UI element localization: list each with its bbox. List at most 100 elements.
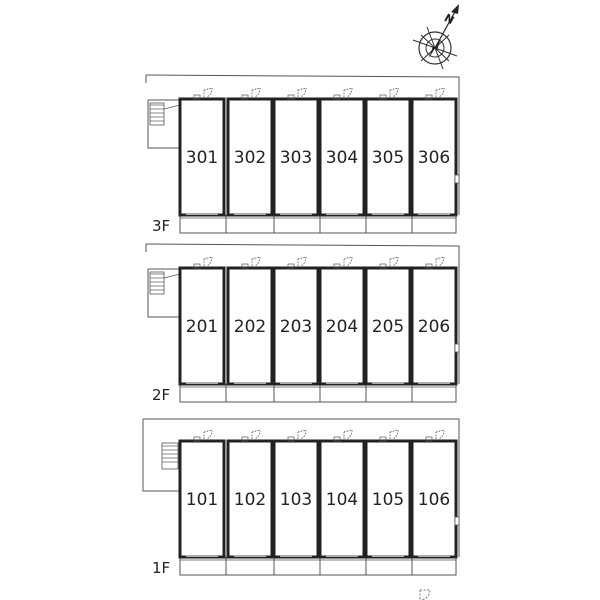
meter-box-icon <box>333 94 341 100</box>
door-swing-icon <box>251 256 261 267</box>
room-wall <box>226 97 274 217</box>
floor-label: 3F <box>152 217 170 235</box>
corridor-outline <box>145 74 460 215</box>
room-wall <box>178 266 226 386</box>
room-106: 106 <box>410 429 458 575</box>
door-swing-icon <box>389 256 399 267</box>
room-wall <box>272 97 320 217</box>
staircase-landing <box>149 102 165 126</box>
room-number: 204 <box>326 317 358 337</box>
staircase <box>147 268 181 318</box>
staircase-landing <box>149 271 165 295</box>
room-number: 202 <box>234 317 266 337</box>
room-wall <box>226 266 274 386</box>
door-swing-icon <box>297 87 307 98</box>
room-wall <box>364 439 412 559</box>
room-204: 204 <box>318 256 367 402</box>
room-number: 301 <box>186 148 218 168</box>
door-swing-icon <box>297 429 307 440</box>
room-101: 101 <box>178 429 227 575</box>
meter-box-icon <box>193 436 201 442</box>
staircase <box>147 99 181 149</box>
room-number: 103 <box>280 490 312 510</box>
compass-icon: N <box>412 4 459 70</box>
meter-box-icon <box>333 436 341 442</box>
room-number: 102 <box>234 490 266 510</box>
door-swing-icon <box>203 256 213 267</box>
meter-box-icon <box>287 436 295 442</box>
room-205: 205 <box>364 256 413 402</box>
meter-box-icon <box>193 94 201 100</box>
meter-box-icon <box>425 263 433 269</box>
room-302: 302 <box>226 87 275 233</box>
room-202: 202 <box>226 256 275 402</box>
room-number: 306 <box>418 148 450 168</box>
room-wall <box>178 439 226 559</box>
room-wall <box>272 439 320 559</box>
meter-box-icon <box>425 436 433 442</box>
staircase-outline <box>147 99 180 149</box>
room-wall <box>272 266 320 386</box>
room-number: 201 <box>186 317 218 337</box>
door-swing-icon <box>435 256 445 267</box>
room-301: 301 <box>178 87 227 233</box>
meter-box-icon <box>241 436 249 442</box>
room-wall <box>410 266 458 386</box>
entrance-door-icon <box>419 589 431 600</box>
floor-label: 2F <box>152 386 170 404</box>
room-number: 105 <box>372 490 404 510</box>
meter-box-icon <box>379 94 387 100</box>
staircase-outline <box>147 268 180 318</box>
door-swing-icon <box>389 429 399 440</box>
room-number: 305 <box>372 148 404 168</box>
door-swing-icon <box>343 429 353 440</box>
door-swing-icon <box>343 87 353 98</box>
room-number: 101 <box>186 490 218 510</box>
floor-1f: 101 102 103 104 105 106 1F <box>142 418 460 600</box>
room-number: 302 <box>234 148 266 168</box>
room-104: 104 <box>318 429 367 575</box>
staircase-landing <box>161 442 179 470</box>
corridor-outline <box>145 243 460 384</box>
room-number: 206 <box>418 317 450 337</box>
room-306: 306 <box>410 87 458 233</box>
door-swing-icon <box>435 87 445 98</box>
room-wall <box>410 97 458 217</box>
meter-box-icon <box>287 94 295 100</box>
meter-box-icon <box>241 94 249 100</box>
meter-box-icon <box>193 263 201 269</box>
door-swing-icon <box>343 256 353 267</box>
room-105: 105 <box>364 429 413 575</box>
wall-detail <box>454 516 460 526</box>
meter-box-icon <box>425 94 433 100</box>
room-number: 205 <box>372 317 404 337</box>
floor-label: 1F <box>152 559 170 577</box>
corridor-edge <box>142 419 180 492</box>
room-201: 201 <box>178 256 227 402</box>
wall-detail <box>454 174 460 184</box>
room-102: 102 <box>226 429 275 575</box>
door-swing-icon <box>251 87 261 98</box>
door-swing-icon <box>203 429 213 440</box>
room-number: 304 <box>326 148 358 168</box>
wall-detail <box>454 343 460 353</box>
room-103: 103 <box>272 429 321 575</box>
door-swing-icon <box>251 429 261 440</box>
meter-box-icon <box>287 263 295 269</box>
room-number: 104 <box>326 490 358 510</box>
room-305: 305 <box>364 87 413 233</box>
room-number: 303 <box>280 148 312 168</box>
compass-north-label: N <box>442 11 456 27</box>
floor-3f: 301 302 303 304 305 306 3F <box>145 74 460 235</box>
door-swing-icon <box>297 256 307 267</box>
meter-box-icon <box>333 263 341 269</box>
door-swing-icon <box>389 87 399 98</box>
room-wall <box>226 439 274 559</box>
room-number: 106 <box>418 490 450 510</box>
meter-box-icon <box>379 436 387 442</box>
room-303: 303 <box>272 87 321 233</box>
door-swing-icon <box>435 429 445 440</box>
meter-box-icon <box>379 263 387 269</box>
